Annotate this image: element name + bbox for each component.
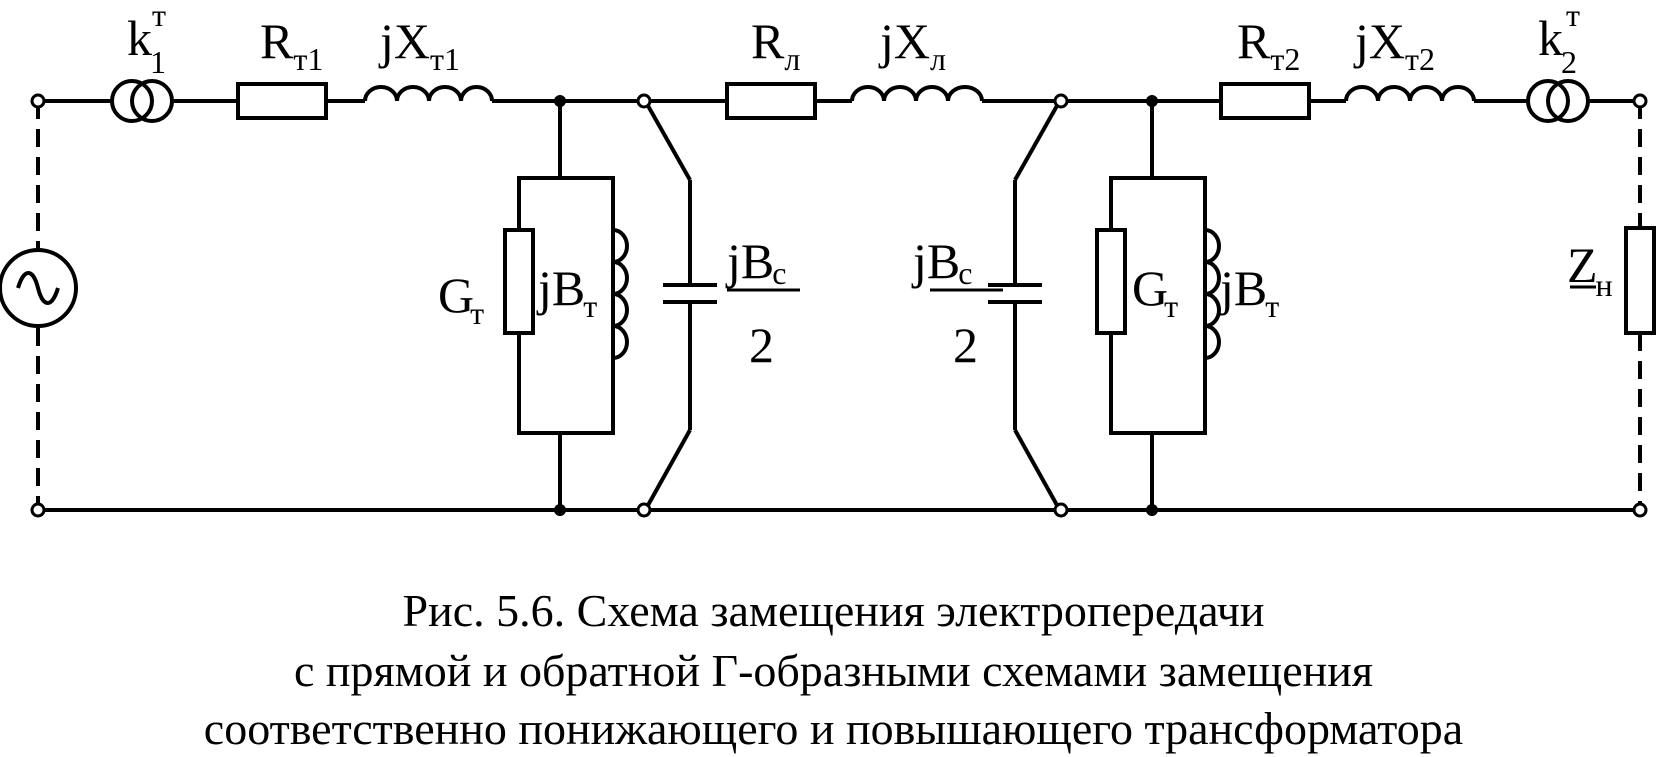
label-xl: jXл: [878, 13, 946, 77]
figure-caption-line-2: с прямой и обратной Г-образными схемами …: [293, 645, 1374, 696]
figure-caption-line-3: соответственно понижающего и повышающего…: [203, 703, 1464, 754]
label-bc1-den: 2: [749, 317, 774, 373]
label-rt2: Rт2: [1237, 13, 1300, 77]
terminal-node: [30, 502, 46, 518]
label-bc1: jBc: [725, 233, 786, 291]
label-rl: Rл: [751, 13, 800, 77]
label-gt1: Gт: [438, 267, 484, 331]
label-k1-sup: т: [152, 0, 166, 33]
inductor-xt1: [363, 85, 494, 102]
conductance-gt1: [503, 228, 535, 335]
sine-wave-icon: [16, 271, 60, 305]
label-bc2-den: 2: [953, 317, 978, 373]
switch-contact: [636, 502, 652, 518]
switch-bottom: [645, 429, 692, 508]
label-xt2: jXт2: [1353, 13, 1435, 77]
label-rt1: Rт1: [260, 13, 323, 77]
label-k1: k1: [127, 10, 166, 80]
terminal-node: [1632, 93, 1648, 109]
switch-contact: [1053, 93, 1069, 109]
inductor-bt1: [612, 228, 629, 360]
resistor-rl: [725, 82, 817, 120]
circuit-diagram: k1 т Rт1 jXт1 Rл jXл Rт2 jXт2 k2 т Gт jB…: [0, 0, 1656, 518]
transformer-k1-icon: [130, 79, 174, 123]
junction-dot: [1146, 95, 1158, 107]
load-impedance: [1624, 226, 1656, 335]
switch-bottom: [1013, 429, 1060, 508]
switch-contact: [636, 93, 652, 109]
terminal-node: [1632, 502, 1648, 518]
switch-contact: [1053, 502, 1069, 518]
junction-dot: [554, 504, 566, 516]
label-k2-sup: т: [1566, 0, 1580, 33]
switch-top: [1013, 103, 1060, 181]
junction-dot: [554, 95, 566, 107]
label-bt1: jBт: [536, 260, 597, 324]
label-xt1: jXт1: [378, 13, 460, 77]
figure-caption-line-1: Рис. 5.6. Схема замещения электропередач…: [402, 585, 1265, 636]
label-zn: Zн: [1567, 237, 1613, 303]
inductor-bt2: [1204, 228, 1221, 360]
conductance-gt2: [1095, 228, 1127, 335]
resistor-rt1: [236, 82, 328, 120]
label-gt2: Gт: [1132, 260, 1178, 324]
label-k2: k2: [1538, 10, 1577, 80]
label-bt2: jBт: [1218, 260, 1279, 324]
label-bc2: jBc: [911, 233, 972, 291]
junction-dot: [1146, 504, 1158, 516]
resistor-rt2: [1219, 82, 1311, 120]
transformer-k2-icon: [1546, 79, 1590, 123]
inductor-xl: [850, 85, 984, 102]
inductor-xt2: [1344, 85, 1476, 102]
terminal-node: [30, 93, 46, 109]
switch-top: [645, 103, 692, 181]
